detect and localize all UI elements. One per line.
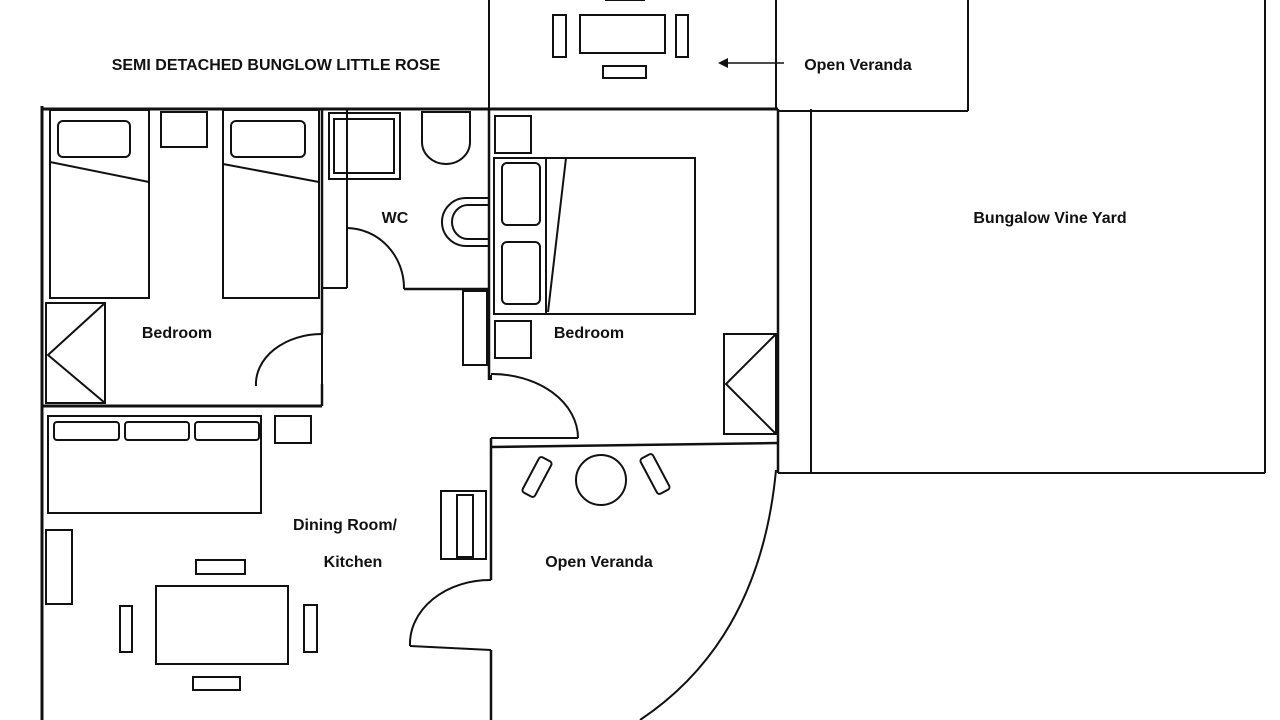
dining-kitchen-furniture [45, 415, 487, 691]
label-wc: WC [382, 210, 409, 227]
left-bedroom-furniture [45, 109, 320, 404]
label-bedroom-right: Bedroom [554, 325, 624, 342]
bottom-veranda-furniture [521, 453, 671, 506]
label-dining-room: Dining Room/ [293, 517, 398, 534]
label-kitchen: Kitchen [324, 554, 383, 571]
labels: SEMI DETACHED BUNGLOW LITTLE ROSE Open V… [112, 57, 1127, 571]
wc-fixtures [328, 111, 488, 247]
label-open-veranda-top: Open Veranda [804, 57, 912, 74]
label-bedroom-left: Bedroom [142, 325, 212, 342]
label-open-veranda-bottom: Open Veranda [545, 554, 653, 571]
plan-title: SEMI DETACHED BUNGLOW LITTLE ROSE [112, 57, 441, 74]
right-bedroom-furniture [462, 115, 777, 435]
walls [40, 0, 1266, 720]
top-veranda-furniture [552, 0, 689, 79]
label-vine-yard: Bungalow Vine Yard [973, 210, 1126, 227]
door-swings [254, 227, 777, 720]
arrow-icon [718, 58, 784, 68]
